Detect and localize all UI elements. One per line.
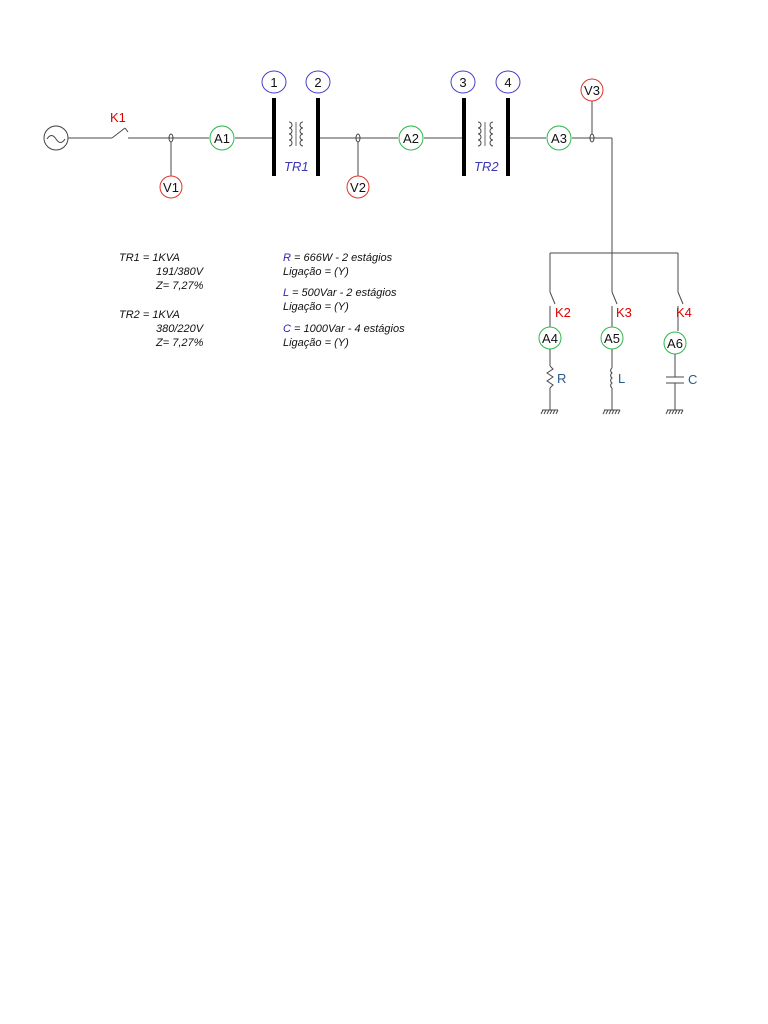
k4-switch[interactable] <box>677 291 684 331</box>
svg-text:4: 4 <box>504 75 511 90</box>
l-spec-conn: Ligação = (Y) <box>283 301 349 313</box>
k1-label: K1 <box>110 110 126 125</box>
c-spec-conn: Ligação = (Y) <box>283 337 349 349</box>
v1-voltmeter: V1 <box>159 175 183 199</box>
a2-ammeter: A2 <box>398 125 424 151</box>
tr1-spec: TR1 = 1KVA 191/380V Z= 7,27% <box>119 251 203 293</box>
svg-text:1: 1 <box>270 75 277 90</box>
a5-ammeter: A5 <box>600 326 624 350</box>
inductor-l <box>602 349 621 415</box>
c-spec-key: C <box>283 323 291 335</box>
a3-label: A3 <box>551 131 567 146</box>
tr1-spec-line3: Z= 7,27% <box>156 280 204 292</box>
a5-label: A5 <box>604 331 620 346</box>
v3-label: V3 <box>584 83 600 98</box>
v1-label: V1 <box>163 180 179 195</box>
v3-tap <box>589 101 595 143</box>
k3-switch[interactable] <box>611 291 618 327</box>
a6-label: A6 <box>667 336 683 351</box>
l-spec-key: L <box>283 287 289 299</box>
load-feeder <box>549 138 679 292</box>
a4-ammeter: A4 <box>538 326 562 350</box>
k1-switch[interactable] <box>111 127 129 139</box>
c-spec: C = 1000Var - 4 estágios Ligação = (Y) <box>283 322 405 350</box>
v2-tap <box>355 133 361 176</box>
k2-label: K2 <box>555 305 571 320</box>
v1-tap <box>168 133 174 176</box>
tr1-spec-line2: 191/380V <box>156 266 204 278</box>
tr2-spec: TR2 = 1KVA 380/220V Z= 7,27% <box>119 308 203 350</box>
v2-label: V2 <box>350 180 366 195</box>
c-label: C <box>688 372 697 387</box>
a4-label: A4 <box>542 331 558 346</box>
r-spec: R = 666W - 2 estágios Ligação = (Y) <box>283 251 392 279</box>
l-spec-text: = 500Var - 2 estágios <box>288 287 397 299</box>
tr1-label: TR1 <box>284 159 309 174</box>
node-1: 1 <box>261 70 287 94</box>
capacitor-c <box>665 354 684 415</box>
node-2: 2 <box>305 70 331 94</box>
tr2-spec-line2: 380/220V <box>156 323 204 335</box>
ac-source <box>43 125 69 151</box>
tr2-label: TR2 <box>474 159 499 174</box>
svg-text:3: 3 <box>459 75 466 90</box>
k4-label: K4 <box>676 305 692 320</box>
a6-ammeter: A6 <box>663 331 687 355</box>
r-spec-text: = 666W - 2 estágios <box>290 252 393 264</box>
node-3: 3 <box>450 70 476 94</box>
r-spec-key: R <box>283 252 291 264</box>
c-spec-text: = 1000Var - 4 estágios <box>290 323 405 335</box>
a1-label: A1 <box>214 131 230 146</box>
node-4: 4 <box>495 70 521 94</box>
tr1-spec-line1: TR1 = 1KVA <box>119 252 180 264</box>
tr2-transformer: TR2 <box>462 98 510 176</box>
v3-voltmeter: V3 <box>580 78 604 102</box>
a1-ammeter: A1 <box>209 125 235 151</box>
k2-switch[interactable] <box>549 291 556 327</box>
tr1-transformer: TR1 <box>272 98 320 176</box>
a2-label: A2 <box>403 131 419 146</box>
r-label: R <box>557 371 566 386</box>
v2-voltmeter: V2 <box>346 175 370 199</box>
svg-text:2: 2 <box>314 75 321 90</box>
tr2-spec-line3: Z= 7,27% <box>156 337 204 349</box>
k3-label: K3 <box>616 305 632 320</box>
l-spec: L = 500Var - 2 estágios Ligação = (Y) <box>283 286 396 314</box>
r-spec-conn: Ligação = (Y) <box>283 266 349 278</box>
l-label: L <box>618 371 625 386</box>
resistor-r <box>540 349 559 415</box>
tr2-spec-line1: TR2 = 1KVA <box>119 309 180 321</box>
a3-ammeter: A3 <box>546 125 572 151</box>
